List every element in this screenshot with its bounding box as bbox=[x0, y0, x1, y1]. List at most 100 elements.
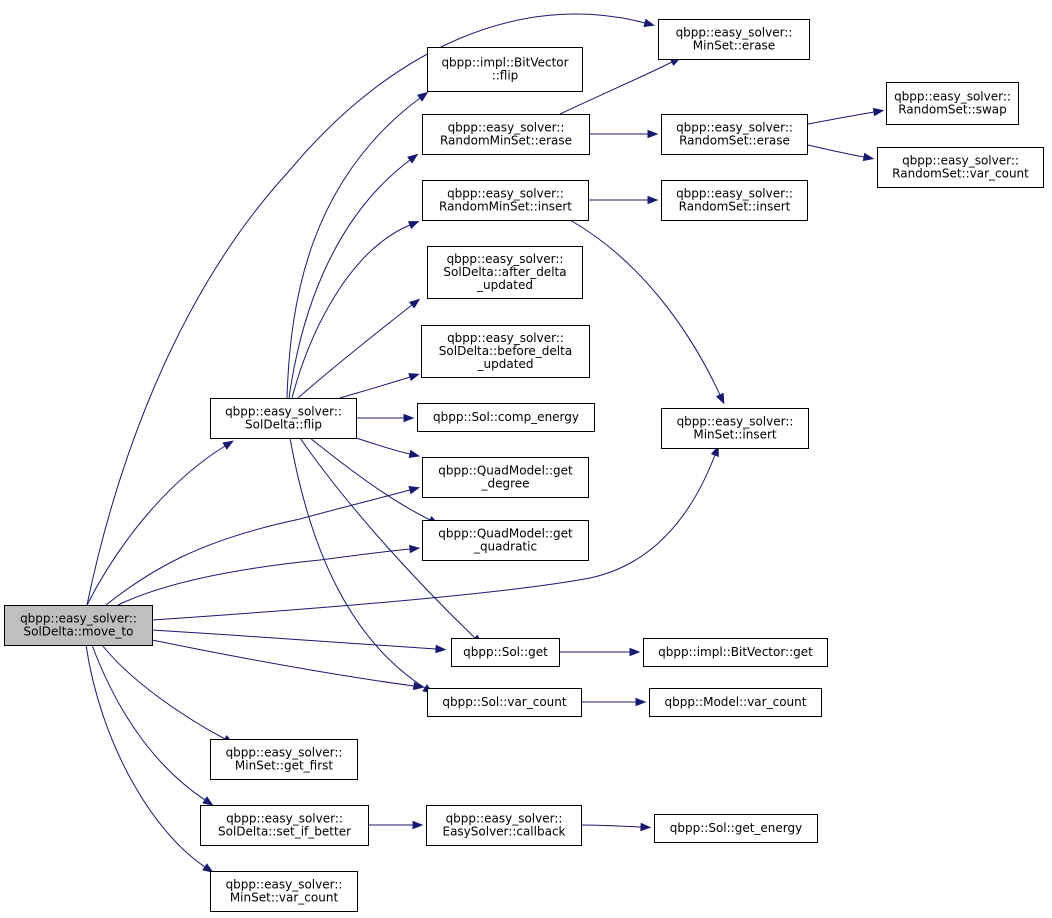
arrowhead bbox=[862, 152, 875, 162]
edge-move_to-to-minset_var_count bbox=[85, 644, 214, 873]
edge-line bbox=[151, 454, 716, 621]
node-rms-erase[interactable]: qbpp::easy_solver::RandomMinSet::erase bbox=[422, 114, 590, 155]
edge-line bbox=[288, 159, 411, 399]
arrowhead bbox=[435, 644, 447, 654]
node-comp-energy[interactable]: qbpp::Sol::comp_energy bbox=[417, 403, 595, 432]
node-rs-insert[interactable]: qbpp::easy_solver::RandomSet::insert bbox=[661, 180, 808, 221]
node-label-line: RandomSet::insert bbox=[679, 200, 791, 214]
edge-move_to-to-get_degree bbox=[105, 486, 421, 606]
arrowhead bbox=[872, 107, 885, 117]
edge-flip-to-after_delta bbox=[297, 298, 421, 399]
node-label-line: qbpp::Sol::var_count bbox=[442, 695, 566, 709]
node-box bbox=[654, 814, 818, 843]
edge-move_to-to-minset_insert bbox=[151, 445, 719, 621]
node-bitvector-flip[interactable]: qbpp::impl::BitVector::flip bbox=[427, 47, 583, 92]
arrowhead bbox=[407, 153, 419, 164]
node-label-line: qbpp::Model::var_count bbox=[665, 695, 807, 709]
arrowhead bbox=[409, 298, 421, 309]
node-flip[interactable]: qbpp::easy_solver::SolDelta::flip bbox=[210, 398, 357, 439]
edge-line bbox=[101, 644, 226, 740]
edge-line bbox=[291, 224, 411, 399]
node-bitvector-get[interactable]: qbpp::impl::BitVector::get bbox=[643, 638, 828, 667]
node-layer: qbpp::easy_solver::SolDelta::move_toqbpp… bbox=[4, 19, 1044, 912]
node-minset-insert[interactable]: qbpp::easy_solver::MinSet::insert bbox=[661, 408, 809, 449]
node-get-energy[interactable]: qbpp::Sol::get_energy bbox=[654, 814, 818, 843]
node-box bbox=[210, 871, 358, 912]
edge-flip-to-rms_insert bbox=[291, 221, 420, 399]
node-label-line: MinSet::erase bbox=[693, 39, 775, 53]
arrowhead bbox=[715, 392, 725, 405]
node-model-var-count[interactable]: qbpp::Model::var_count bbox=[649, 688, 822, 717]
node-minset-var-count[interactable]: qbpp::easy_solver::MinSet::var_count bbox=[210, 871, 358, 912]
node-label-line: qbpp::Sol::comp_energy bbox=[433, 410, 579, 424]
node-box bbox=[661, 408, 809, 449]
node-label-line: qbpp::Sol::get bbox=[463, 645, 548, 659]
node-label-line: RandomMinSet::erase bbox=[440, 134, 572, 148]
node-box bbox=[422, 114, 590, 155]
edge-move_to-to-minset_get_first bbox=[101, 644, 235, 744]
arrowhead bbox=[647, 129, 659, 139]
node-box bbox=[451, 638, 560, 667]
arrowhead bbox=[647, 195, 659, 205]
node-set-if-better[interactable]: qbpp::easy_solver::SolDelta::set_if_bett… bbox=[200, 805, 369, 846]
node-move-to[interactable]: qbpp::easy_solver::SolDelta::move_to bbox=[4, 605, 153, 646]
node-label-line: _updated bbox=[477, 357, 534, 371]
node-rms-insert[interactable]: qbpp::easy_solver::RandomMinSet::insert bbox=[422, 180, 589, 221]
node-label-line: MinSet::insert bbox=[693, 428, 777, 442]
node-box bbox=[4, 605, 153, 646]
node-label-line: qbpp::easy_solver:: bbox=[676, 121, 793, 135]
node-box bbox=[422, 457, 589, 498]
arrowhead bbox=[710, 445, 719, 457]
node-box bbox=[649, 688, 822, 717]
node-sol-var-count[interactable]: qbpp::Sol::var_count bbox=[427, 688, 582, 717]
node-rs-var-count[interactable]: qbpp::easy_solver::RandomSet::var_count bbox=[877, 147, 1044, 188]
node-get-quadratic[interactable]: qbpp::QuadModel::get_quadratic bbox=[422, 520, 589, 561]
node-box bbox=[422, 520, 589, 561]
edge-flip-to-comp_energy bbox=[356, 413, 415, 423]
edge-line bbox=[86, 13, 646, 606]
arrowhead bbox=[222, 440, 234, 450]
edge-move_to-to-flip bbox=[86, 440, 234, 606]
node-callback[interactable]: qbpp::easy_solver::EasySolver::callback bbox=[426, 805, 582, 846]
edge-line bbox=[299, 437, 476, 639]
node-label-line: qbpp::impl::BitVector bbox=[441, 56, 568, 70]
node-label-line: RandomSet::var_count bbox=[892, 167, 1029, 181]
node-before-delta[interactable]: qbpp::easy_solver::SolDelta::before_delt… bbox=[421, 325, 590, 378]
node-rs-swap[interactable]: qbpp::easy_solver::RandomSet::swap bbox=[886, 82, 1019, 125]
edge-callback-to-get_energy bbox=[580, 822, 652, 832]
arrowhead bbox=[408, 486, 421, 495]
arrowhead bbox=[412, 681, 425, 691]
node-label-line: _updated bbox=[476, 278, 533, 292]
arrowhead bbox=[407, 221, 420, 230]
node-minset-erase[interactable]: qbpp::easy_solver::MinSet::erase bbox=[658, 19, 810, 60]
arrowhead bbox=[629, 647, 641, 657]
node-get-degree[interactable]: qbpp::QuadModel::get_degree bbox=[422, 457, 589, 498]
node-label-line: RandomSet::erase bbox=[679, 134, 790, 148]
node-minset-get-first[interactable]: qbpp::easy_solver::MinSet::get_first bbox=[210, 739, 358, 780]
node-label-line: qbpp::easy_solver:: bbox=[20, 612, 137, 626]
node-box bbox=[886, 82, 1019, 125]
arrowhead bbox=[403, 413, 415, 423]
node-label-line: MinSet::var_count bbox=[230, 891, 339, 905]
node-label-line: qbpp::easy_solver:: bbox=[902, 154, 1019, 168]
node-box bbox=[658, 19, 810, 60]
node-label-line: qbpp::QuadModel::get bbox=[438, 527, 573, 541]
arrowhead bbox=[643, 18, 656, 27]
node-after-delta[interactable]: qbpp::easy_solver::SolDelta::after_delta… bbox=[427, 246, 583, 299]
edge-line bbox=[297, 304, 413, 399]
edge-rs_erase-to-rs_swap bbox=[807, 107, 885, 125]
node-label-line: ::flip bbox=[492, 69, 519, 83]
node-box bbox=[643, 638, 828, 667]
arrowhead bbox=[202, 863, 214, 873]
edge-flip-to-rms_erase bbox=[288, 153, 419, 399]
edge-set_if_better-to-callback bbox=[368, 820, 424, 830]
node-sol-get[interactable]: qbpp::Sol::get bbox=[451, 638, 560, 667]
arrowhead bbox=[640, 822, 652, 832]
edge-line bbox=[289, 437, 426, 689]
node-label-line: qbpp::easy_solver:: bbox=[446, 812, 563, 826]
node-rs-erase[interactable]: qbpp::easy_solver::RandomSet::erase bbox=[661, 114, 808, 155]
arrowhead bbox=[408, 373, 420, 382]
edge-move_to-to-sol_get bbox=[151, 629, 447, 654]
node-box bbox=[200, 805, 369, 846]
